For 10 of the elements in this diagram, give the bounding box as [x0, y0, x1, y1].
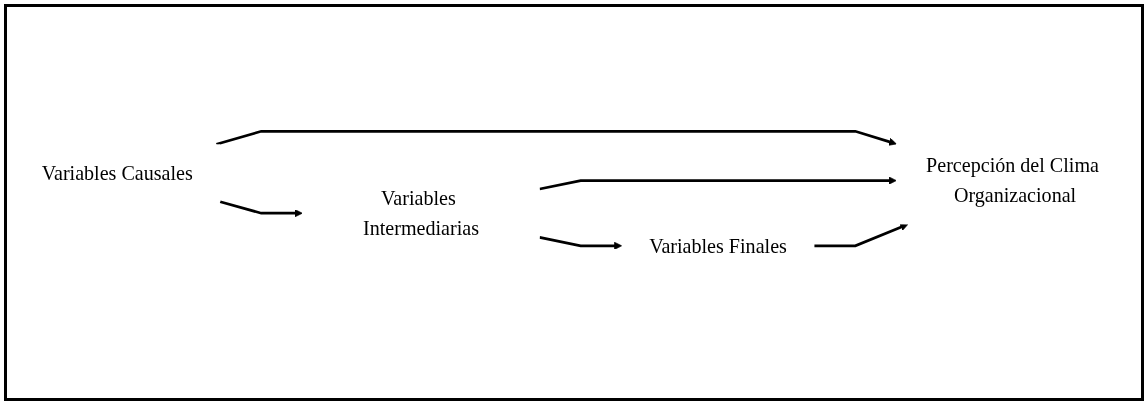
- arrow: [216, 129, 897, 146]
- arrow: [219, 200, 303, 217]
- node-text: Percepción del Clima Organizacional: [926, 153, 1099, 207]
- arrow: [814, 222, 909, 247]
- node-text: Variables Causales: [41, 161, 193, 185]
- node-text: Variables Finales: [649, 233, 787, 257]
- arrow: [539, 176, 897, 190]
- arrow: [539, 235, 623, 250]
- diagram-frame: Variables Causales Variables Intermediarias Variables Finales Percepción del Clima Organizacional: [4, 4, 1144, 401]
- node-text: Variables Intermediarias: [362, 186, 479, 240]
